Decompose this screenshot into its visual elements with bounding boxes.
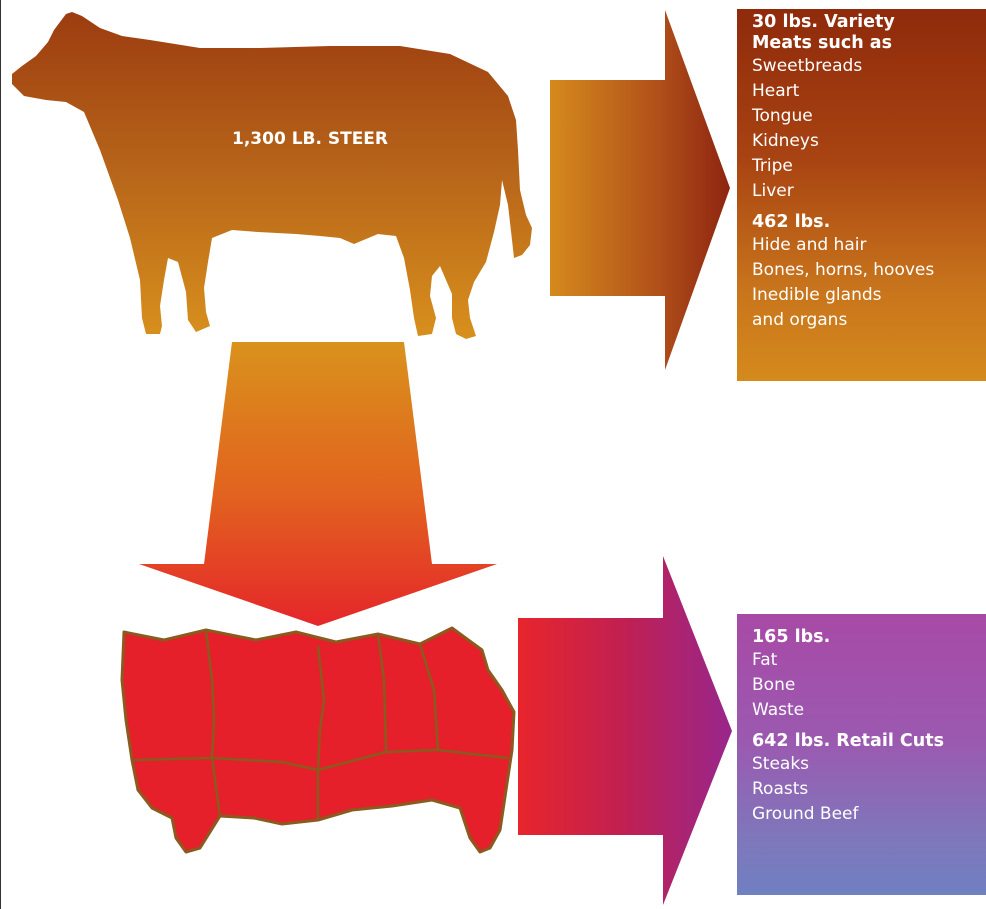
variety-item: Heart (752, 79, 986, 104)
variety-item: Tongue (752, 104, 986, 129)
retail-item: Roasts (752, 777, 986, 802)
variety-meats-heading-line1: 30 lbs. Variety (752, 12, 986, 33)
byproducts-panel: 30 lbs. Variety Meats such as Sweetbread… (737, 9, 986, 381)
arrow-down (139, 342, 497, 626)
variety-item: Kidneys (752, 129, 986, 154)
variety-item: Tripe (752, 154, 986, 179)
retail-cuts-heading: 642 lbs. Retail Cuts (752, 731, 986, 752)
inedible-item: and organs (752, 308, 986, 333)
retail-item: Ground Beef (752, 802, 986, 827)
inedible-heading: 462 lbs. (752, 212, 986, 233)
inedible-item: Inedible glands (752, 283, 986, 308)
variety-meats-heading-line2: Meats such as (752, 33, 986, 54)
retail-cuts-group: 642 lbs. Retail Cuts Steaks Roasts Groun… (752, 731, 986, 827)
inedible-item: Bones, horns, hooves (752, 258, 986, 283)
arrow-right-bottom (518, 556, 732, 905)
waste-item: Fat (752, 648, 986, 673)
variety-item: Sweetbreads (752, 54, 986, 79)
variety-item: Liver (752, 179, 986, 204)
waste-item: Bone (752, 673, 986, 698)
inedible-group: 462 lbs. Hide and hair Bones, horns, hoo… (752, 212, 986, 333)
inedible-item: Hide and hair (752, 233, 986, 258)
waste-item: Waste (752, 698, 986, 723)
arrow-right-top (550, 10, 730, 370)
steer-weight-label: 1,300 LB. STEER (232, 129, 388, 149)
waste-heading: 165 lbs. (752, 627, 986, 648)
variety-meats-group: 30 lbs. Variety Meats such as Sweetbread… (752, 12, 986, 204)
steer-silhouette-icon (12, 12, 532, 339)
carcass-yield-panel: 165 lbs. Fat Bone Waste 642 lbs. Retail … (737, 614, 986, 895)
carcass-diagram-icon (122, 628, 514, 852)
retail-item: Steaks (752, 752, 986, 777)
waste-group: 165 lbs. Fat Bone Waste (752, 627, 986, 723)
